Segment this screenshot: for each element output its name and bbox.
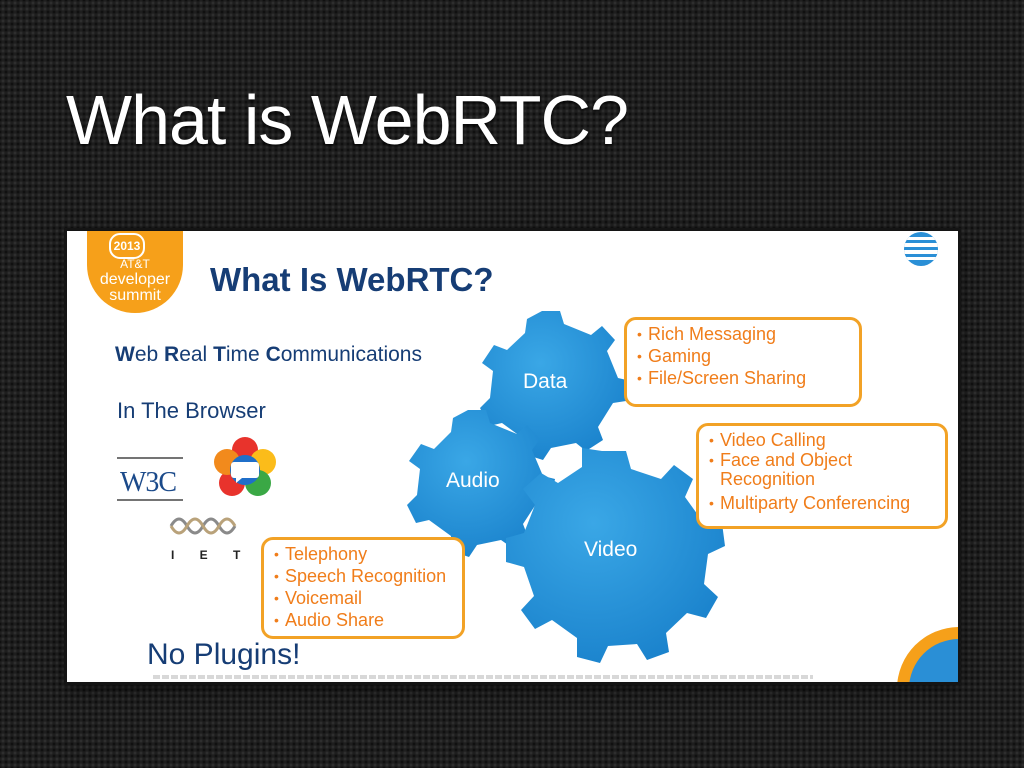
list-item: Multiparty Conferencing — [709, 492, 935, 514]
list-item: Voicemail — [274, 587, 452, 609]
initial-w: W — [115, 343, 135, 366]
video-features-box: Video Calling Face and Object Recognitio… — [696, 423, 948, 529]
initial-r: R — [164, 343, 180, 366]
gears-illustration — [407, 311, 725, 663]
developer-summit-badge: 2013 AT&T developer summit — [87, 231, 183, 313]
badge-company: AT&T — [120, 257, 150, 271]
in-the-browser-label: In The Browser — [117, 398, 266, 423]
subtitle-part: eal — [179, 343, 214, 366]
badge-summit: summit — [109, 287, 161, 304]
ietf-text: I E T F — [171, 548, 259, 562]
svg-text:W3C: W3C — [120, 467, 176, 498]
data-gear-icon — [480, 311, 631, 460]
webrtc-logo-icon — [214, 437, 276, 496]
initial-c: C — [265, 343, 281, 366]
audio-features-box: Telephony Speech Recognition Voicemail A… — [261, 537, 465, 639]
video-gear-icon — [506, 448, 725, 663]
list-item: Rich Messaging — [637, 323, 849, 345]
embedded-slide-image: 2013 AT&T developer summit What Is WebRT… — [67, 231, 958, 682]
subtitle-part: ime — [225, 343, 266, 366]
att-globe-icon — [904, 232, 938, 266]
embedded-title: What Is WebRTC? — [210, 261, 494, 298]
initial-t: T — [213, 343, 226, 366]
w3c-logo: W3C — [117, 457, 183, 501]
ietf-logo: I E T F — [169, 517, 259, 562]
list-item: Face and Object Recognition — [709, 451, 935, 489]
gear-label-video: Video — [584, 538, 638, 561]
no-plugins-label: No Plugins! — [147, 638, 301, 671]
copyright-fine-print — [153, 675, 813, 679]
data-features-box: Rich Messaging Gaming File/Screen Sharin… — [624, 317, 862, 407]
list-item: Speech Recognition — [274, 565, 452, 587]
subtitle-part: eb — [134, 343, 165, 366]
badge-year: 2013 — [109, 233, 145, 259]
list-item: File/Screen Sharing — [637, 367, 849, 389]
web-real-time-communications: Web Real Time Communications — [115, 343, 422, 367]
list-item: Gaming — [637, 345, 849, 367]
list-item: Telephony — [274, 543, 452, 565]
gear-label-audio: Audio — [446, 469, 500, 492]
audio-gear-icon — [407, 410, 555, 557]
subtitle-part: ommunications — [280, 343, 422, 366]
badge-developer: developer — [99, 271, 171, 288]
corner-arc-decoration — [897, 627, 958, 682]
list-item: Video Calling — [709, 429, 935, 451]
list-item: Audio Share — [274, 609, 452, 631]
slide-title: What is WebRTC? — [66, 81, 629, 159]
gear-label-data: Data — [523, 370, 568, 393]
